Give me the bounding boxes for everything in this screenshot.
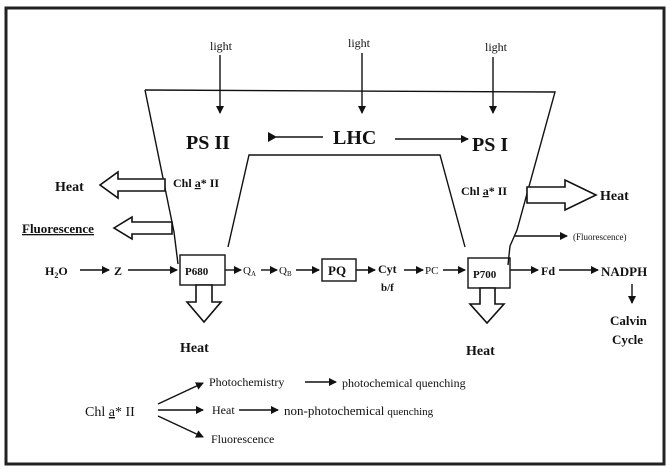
pq-label: PQ <box>328 263 346 278</box>
funnel-inner-tunnel <box>227 154 466 248</box>
chl-right-label: Chl a* II <box>461 184 507 198</box>
qb-label: QB <box>279 265 292 278</box>
light-label-center: light <box>348 36 371 50</box>
fluorescence-left-hollow-arrow <box>112 215 173 241</box>
cyt-label: Cyt <box>378 262 397 276</box>
p700-label: P700 <box>473 269 497 281</box>
legend-photochemical-quenching-label: photochemical quenching <box>342 376 466 390</box>
heat-left-label: Heat <box>55 180 84 195</box>
lhc-label: LHC <box>333 127 376 149</box>
light-label-right: light <box>485 40 508 54</box>
funnel-outer-left <box>144 89 179 265</box>
heat-bottom-right-label: Heat <box>466 344 495 359</box>
cyt-bf-label: b/f <box>381 282 394 294</box>
outer-frame <box>4 6 666 466</box>
nadph-label: NADPH <box>601 264 647 279</box>
p680-label: P680 <box>185 266 209 278</box>
fd-label: Fd <box>541 264 555 278</box>
legend-heat-label: Heat <box>212 403 235 417</box>
z-label: Z <box>114 264 122 278</box>
calvin-label-2: Cycle <box>612 332 643 347</box>
calvin-label-1: Calvin <box>610 313 648 328</box>
heat-bottom-left-label: Heat <box>180 341 209 356</box>
fluorescence-left-label: Fluorescence <box>22 221 94 236</box>
legend-arrow-photochemistry <box>157 382 204 405</box>
heat-right-label: Heat <box>600 189 629 204</box>
light-label-left: light <box>210 39 233 53</box>
h2o-label: H2O <box>45 264 68 280</box>
legend-photochemistry-label: Photochemistry <box>209 375 284 389</box>
funnel-outer-right <box>144 89 556 266</box>
heat-right-hollow-arrow <box>526 178 598 212</box>
pc-label: PC <box>425 265 438 277</box>
heat-bottom-right-hollow-arrow <box>468 287 506 325</box>
heat-bottom-left-hollow-arrow <box>185 284 223 324</box>
legend-arrow-fluorescence <box>157 415 204 438</box>
fluorescence-right-label: (Fluorescence) <box>573 232 626 242</box>
legend-fluorescence-label: Fluorescence <box>211 432 274 446</box>
heat-left-hollow-arrow <box>98 170 166 200</box>
ps1-label: PS I <box>472 134 508 156</box>
qa-label: QA <box>243 265 256 278</box>
ps2-label: PS II <box>186 132 230 154</box>
legend-source-label: Chl a* II <box>85 405 135 420</box>
chl-left-label: Chl a* II <box>173 176 219 190</box>
